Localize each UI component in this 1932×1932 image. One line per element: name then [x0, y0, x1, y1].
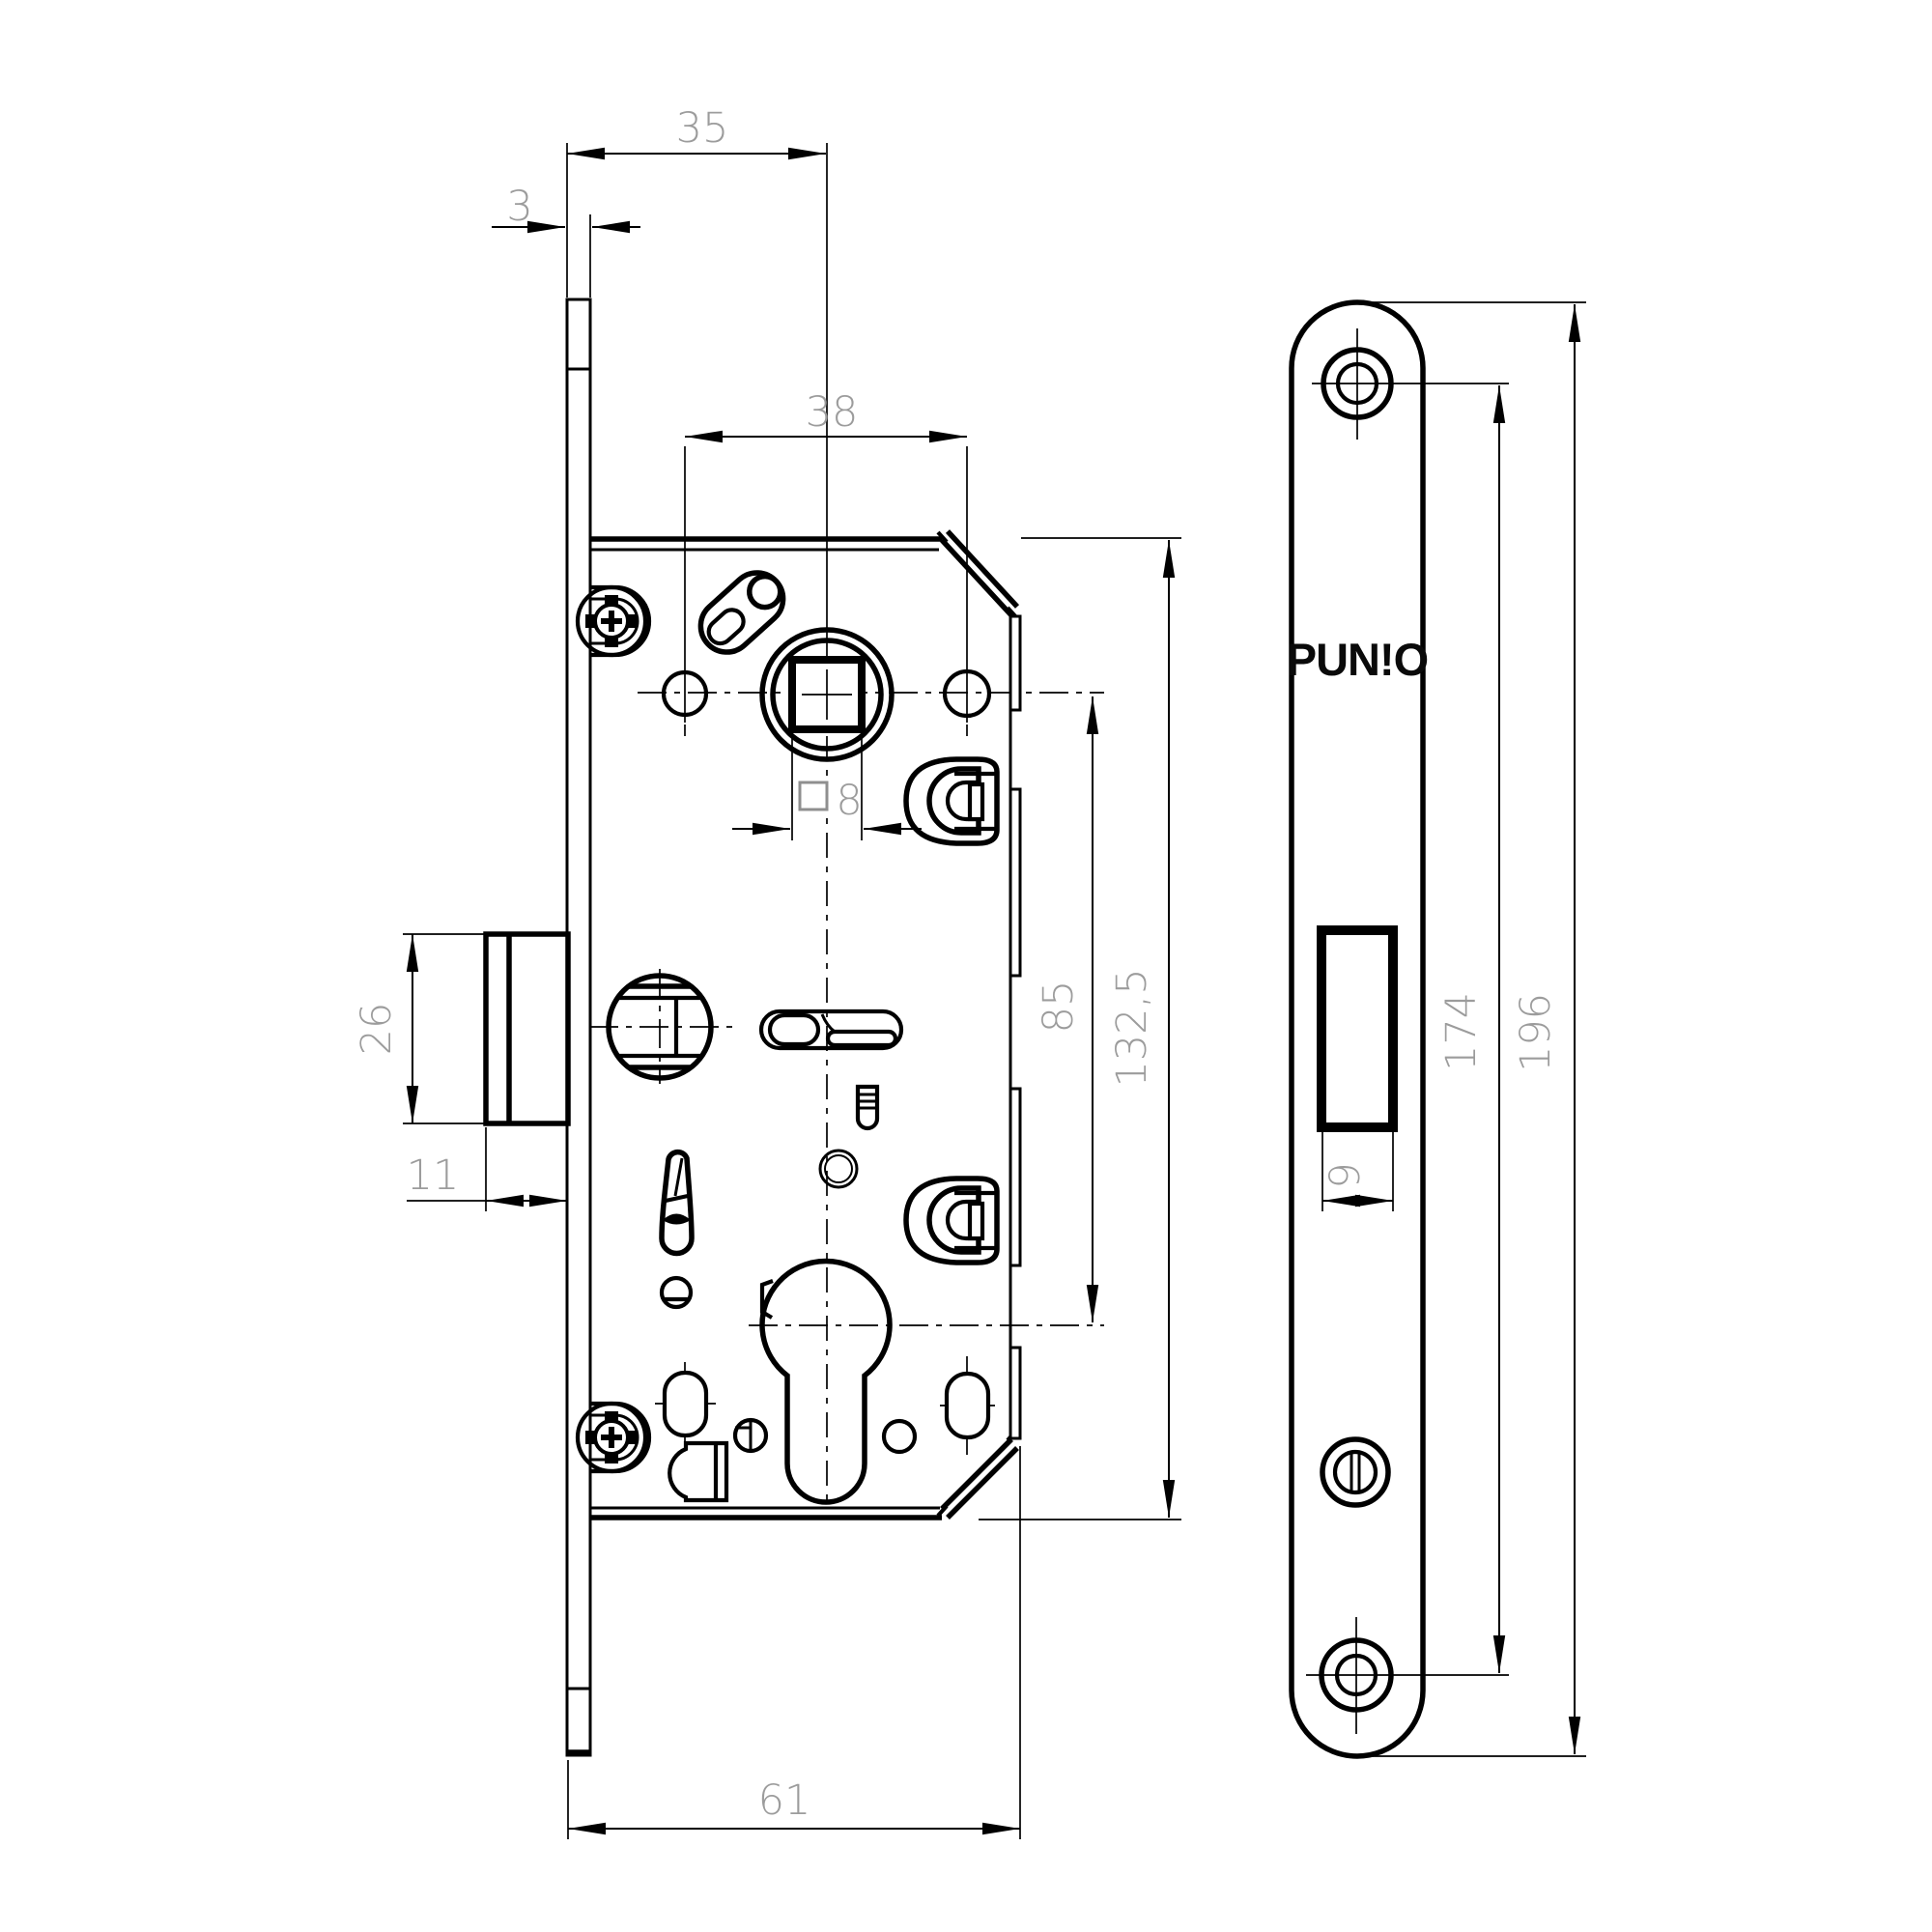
faceplate-front [1289, 299, 1426, 1759]
front-view: PUN!O 9 174 196 [1287, 299, 1586, 1759]
dimension-11: 11 [407, 1127, 567, 1211]
dim-label-38: 38 [806, 388, 859, 437]
dim-label-61: 61 [758, 1776, 811, 1825]
dim-label-26: 26 [353, 1003, 401, 1056]
dim-label-196: 196 [1512, 993, 1560, 1072]
dim-label-174: 174 [1437, 992, 1486, 1071]
edge-tab [1009, 1346, 1022, 1440]
side-view: 35 3 38 8 26 [353, 104, 1181, 1839]
retainer-clip [668, 1440, 729, 1503]
dimension-3: 3 [492, 183, 640, 298]
latch-opening [1317, 925, 1398, 1132]
latch-bolt [483, 931, 571, 1126]
brand-logo: PUN!O [1287, 634, 1428, 685]
dimension-132-5: 132,5 [979, 537, 1181, 1520]
dimension-196: 196 [1352, 301, 1586, 1757]
oval-hole-right [944, 1371, 991, 1440]
spring [659, 1149, 695, 1257]
dimension-9: 9 [1321, 1132, 1394, 1211]
bottom-fixing-screw [578, 1404, 649, 1471]
slotted-screw [1320, 1436, 1391, 1508]
cylinder-hole [759, 1258, 893, 1505]
dimension-38: 38 [684, 388, 968, 723]
adjuster-screw [732, 1417, 769, 1454]
dimension-35: 35 [566, 104, 826, 298]
dimension-8: 8 [732, 732, 922, 840]
stop-pin [855, 1084, 880, 1131]
deadlock-lever [697, 570, 786, 655]
spring-pin [659, 1275, 694, 1310]
edge-tab [1009, 1087, 1022, 1267]
top-fixing-screw [578, 587, 649, 655]
square-symbol [798, 781, 829, 811]
dimension-174: 174 [1437, 385, 1506, 1673]
dim-label-132-5: 132,5 [1108, 968, 1156, 1087]
lock-case [590, 529, 1022, 1520]
dim-label-35: 35 [676, 104, 729, 153]
dimension-26: 26 [353, 933, 484, 1124]
edge-tab [1009, 614, 1022, 712]
bottom-screw-hole [1306, 1617, 1509, 1734]
top-screw-hole [1312, 328, 1509, 440]
dim-label-8: 8 [836, 777, 862, 825]
dim-label-11: 11 [407, 1151, 460, 1200]
dim-label-9: 9 [1321, 1162, 1370, 1188]
dimension-85: 85 [1035, 696, 1099, 1322]
lock-lever [758, 1009, 904, 1051]
dimension-61: 61 [567, 1446, 1021, 1839]
edge-tab [1009, 787, 1022, 978]
small-hole [881, 1418, 918, 1455]
latch-follower [606, 973, 714, 1081]
dim-label-85: 85 [1035, 980, 1083, 1034]
pin-hole [818, 1149, 859, 1189]
dim-label-3: 3 [506, 183, 532, 231]
oval-hole-left [662, 1370, 709, 1438]
spindle-follower [759, 627, 895, 762]
